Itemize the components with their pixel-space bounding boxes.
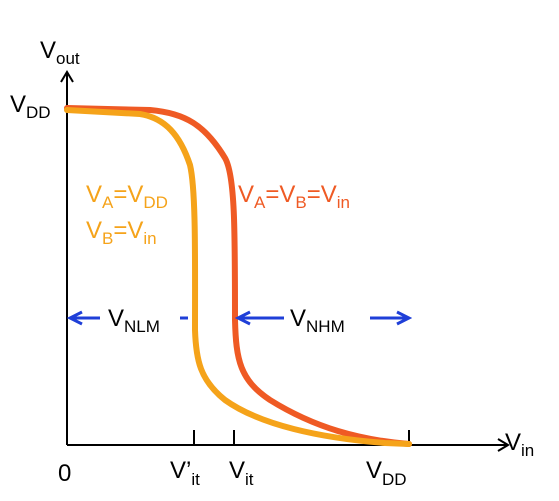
label-nlm: VNLM <box>108 305 160 336</box>
y-tick-vdd: VDD <box>10 91 51 122</box>
x-tick-0: 0 <box>58 460 71 487</box>
label-orange-line2: VB=Vin <box>86 217 157 248</box>
curve-red <box>64 105 412 447</box>
curve-orange <box>64 107 412 447</box>
x-tick-vdd: VDD <box>366 457 407 489</box>
x-tick-vit: Vit <box>229 457 254 489</box>
label-nhm: VNHM <box>290 305 345 336</box>
y-axis-label: Vout <box>40 37 80 68</box>
label-orange-line1: VA=VDD <box>86 181 168 212</box>
x-axis-label: Vin <box>505 429 534 460</box>
x-tick-vit-prime: V’it <box>170 457 200 489</box>
label-red: VA=VB=Vin <box>238 181 350 212</box>
